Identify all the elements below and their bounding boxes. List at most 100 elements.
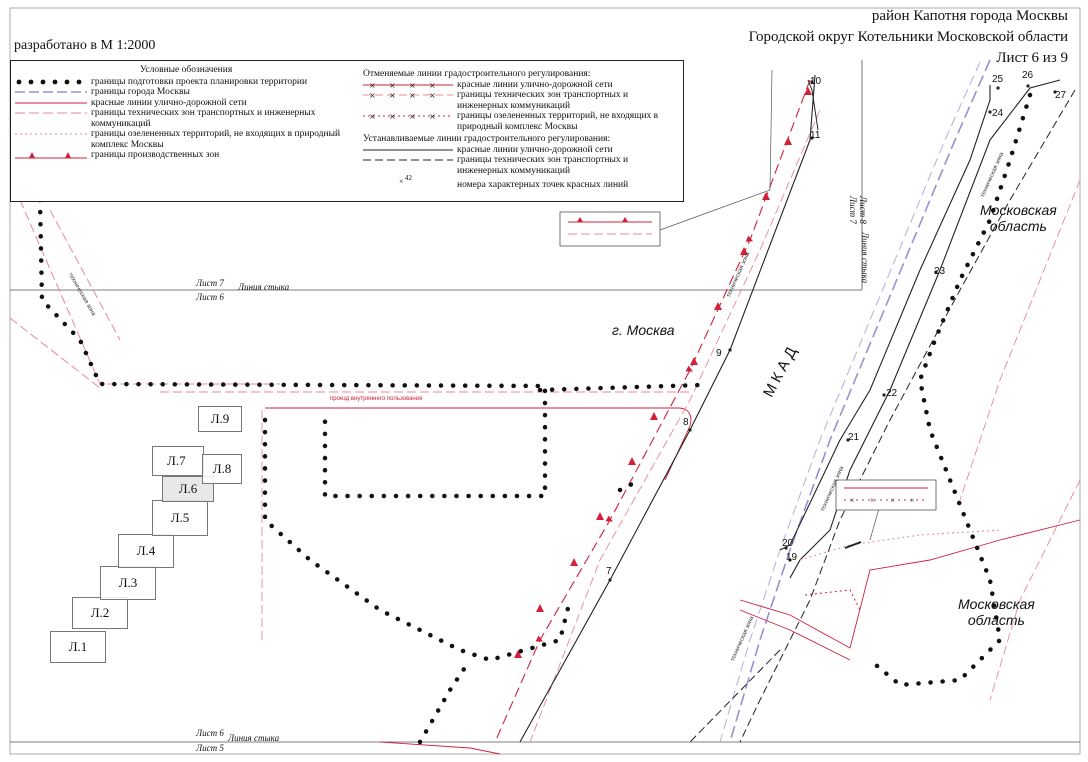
green-boundary-dotted-2 (804, 589, 861, 611)
tech-zone-left-3 (9, 317, 101, 389)
svg-text:×: × (389, 112, 396, 121)
callout-box-2 (835, 479, 937, 511)
svg-text:×: × (910, 496, 915, 505)
label-sheet6-top: Лист 6 (196, 292, 224, 302)
callout-line-1 (659, 69, 773, 231)
production-zone-boundary (494, 79, 811, 743)
cross-dash-icon: × × × × (363, 91, 453, 100)
svg-text:×: × (429, 91, 436, 100)
svg-text:×: × (369, 81, 376, 90)
legend-item-production-zones: границы производственных зон (15, 150, 357, 161)
svg-text:×: × (870, 496, 875, 505)
point-21: 21 (848, 432, 860, 443)
red-line-established-right (789, 79, 1061, 579)
point-24: 24 (992, 108, 1004, 119)
dash-purple-icon (15, 91, 87, 93)
header-block: район Капотня города Москвы Городской ок… (749, 6, 1068, 69)
legend-cancel-tech-zones: ×××× границы технических зон транспортны… (363, 90, 679, 111)
legend-set-title: Устанавливаемые линии градостроительного… (363, 134, 611, 144)
legend-cancel-title: Отменяемые линии градостроительного регу… (363, 69, 591, 79)
point-7: 7 (606, 566, 612, 577)
svg-text:×: × (369, 91, 376, 100)
point-23: 23 (934, 266, 946, 277)
label-join-vertical: Линия стыка (860, 232, 870, 284)
label-region-bottom: Московская область (958, 596, 1035, 628)
point-8: 8 (683, 417, 689, 428)
district-title: район Капотня города Москвы (871, 8, 1068, 24)
red-line-road-bottom-2 (739, 609, 851, 661)
sheet-index-l4[interactable]: Л.4 (118, 534, 174, 568)
label-sheet6-bottom: Лист 6 (196, 728, 224, 738)
svg-text:×: × (409, 112, 416, 121)
production-zone-triangles (514, 87, 812, 658)
legend-item-moscow-boundary: границы города Москвы (15, 87, 357, 98)
point-10: 10 (810, 76, 822, 87)
legend-column-regulation: Отменяемые линии градостроительного регу… (363, 69, 679, 191)
dot-pink-icon (15, 133, 87, 135)
dash-pink-icon (15, 112, 87, 114)
svg-text:×: × (429, 81, 436, 90)
sheet-index-l8[interactable]: Л.8 (202, 454, 242, 484)
red-line-passage (265, 407, 692, 481)
label-join-top: Линия стыка (238, 282, 290, 292)
dots-black-icon (16, 79, 82, 84)
cross-dot-icon: × × × × (363, 112, 453, 121)
legend-cancel-red-lines: ×××× красные линии улично-дорожной сети (363, 80, 679, 91)
legend-set-red-lines: красные линии улично-дорожной сети (363, 145, 679, 156)
sheet-index-l9[interactable]: Л.9 (198, 406, 242, 432)
svg-text:×: × (389, 91, 396, 100)
svg-text:×: × (429, 112, 436, 121)
tech-zone-established-left (689, 649, 781, 743)
red-line-established-main (519, 74, 816, 743)
sheet-number: Лист 6 из 9 (996, 50, 1068, 66)
scale-note: разработано в М 1:2000 (14, 38, 156, 53)
legend-title: Условные обозначения (139, 65, 233, 75)
svg-text:×: × (890, 496, 895, 505)
tech-zone-diagonal (529, 109, 821, 743)
sheet-index-l1[interactable]: Л.1 (50, 631, 106, 663)
red-line-established-right-2 (779, 85, 991, 551)
sheet-index-l3[interactable]: Л.3 (100, 566, 156, 600)
point-27: 27 (1055, 90, 1067, 101)
moscow-boundary-2 (719, 61, 981, 743)
red-line-lower-right-2 (989, 479, 1081, 701)
green-boundary-dotted (799, 529, 1001, 561)
svg-text:×: × (409, 81, 416, 90)
red-line-lower-right (959, 179, 1081, 501)
point-25: 25 (992, 74, 1004, 85)
label-sheet5: Лист 5 (196, 743, 224, 753)
solid-red-icon (15, 102, 87, 103)
legend-item-red-lines: красные линии улично-дорожной сети (15, 98, 357, 109)
legend-set-point-numbers: × 42 номера характерных точек красных ли… (399, 174, 629, 190)
sheet-index-l2[interactable]: Л.2 (72, 597, 128, 629)
label-join-bottom: Линия стыка (228, 733, 280, 743)
legend: Условные обозначения границы подготовки … (10, 60, 684, 202)
svg-text:×: × (850, 496, 855, 505)
red-line-established-segment (807, 79, 819, 131)
svg-text:×: × (369, 112, 376, 121)
sheet-index-l7[interactable]: Л.7 (152, 446, 204, 476)
legend-item-project-boundary: границы подготовки проекта планировки те… (15, 77, 357, 88)
label-passage: проезд внутреннего пользования (330, 396, 423, 402)
label-sheet7-vertical: Лист 7 (848, 196, 858, 224)
point-markers (608, 80, 1057, 582)
map-frame (9, 7, 1081, 755)
point-9: 9 (716, 348, 722, 359)
svg-text:×: × (409, 91, 416, 100)
red-line-road-bottom (739, 519, 1081, 649)
legend-item-tech-zones: границы технических зон транспортных и и… (15, 108, 357, 129)
triangles-red-icon (15, 152, 87, 159)
sheet-index-l5[interactable]: Л.5 (152, 500, 208, 536)
legend-item-green-areas: границы озелененных территорий, не входя… (15, 129, 357, 150)
moscow-boundary (729, 59, 991, 743)
callout-box-1 (559, 211, 661, 247)
red-line-bottom-left (379, 741, 501, 755)
point-22: 22 (886, 388, 898, 399)
point-19: 19 (786, 552, 798, 563)
solid-black-icon (363, 148, 453, 151)
callout-line-2 (869, 504, 881, 541)
point-20: 20 (782, 538, 794, 549)
project-boundary (11, 79, 1033, 745)
label-sheet8: Лист 8 (858, 196, 868, 224)
